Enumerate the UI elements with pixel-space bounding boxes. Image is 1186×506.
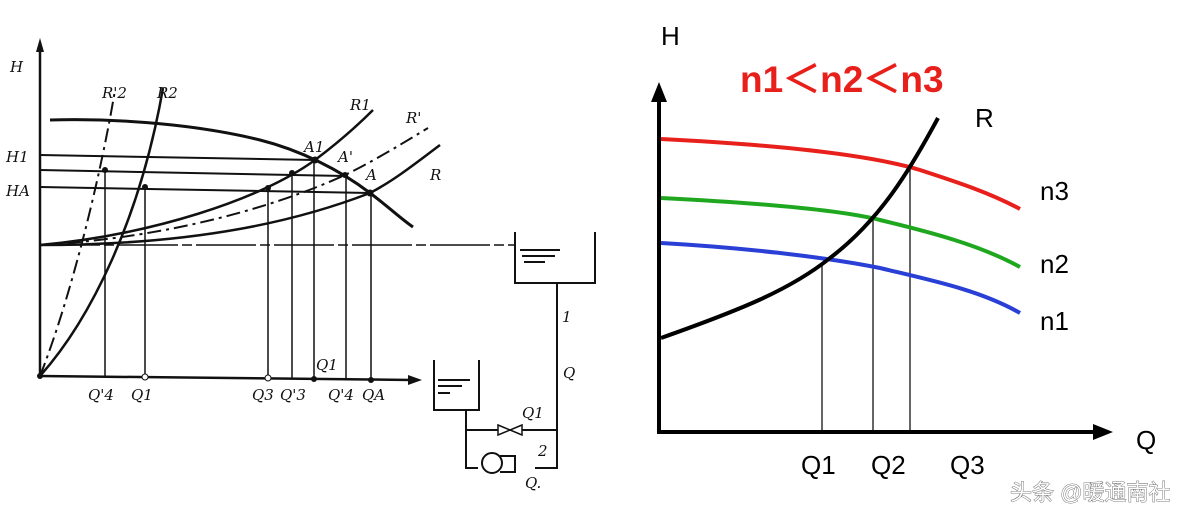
r1-curve — [39, 109, 374, 247]
r-system-curve — [660, 117, 940, 340]
x-axis-arrow-icon — [1093, 424, 1113, 440]
r-curve — [39, 144, 441, 247]
q-label: Q'4 — [328, 386, 354, 404]
q-axis-arrow-icon — [408, 375, 422, 385]
q-label: Q'3 — [280, 386, 306, 404]
q-label: Q'4 — [88, 386, 114, 404]
r2-curve — [39, 87, 165, 377]
n2-label: n2 — [1040, 249, 1069, 279]
q-axis — [39, 374, 413, 382]
pipe-label-2: 2 — [537, 442, 548, 460]
r-prime-2-label: R'2 — [101, 84, 127, 102]
q1-tick-label: Q1 — [801, 450, 836, 480]
r-curve-label: R — [975, 103, 994, 133]
pipe-label-q-bottom: Q. — [525, 474, 541, 492]
y-axis-arrow-icon — [651, 82, 667, 102]
pipe-label-q1: Q1 — [522, 404, 544, 422]
lower-tank — [433, 360, 480, 411]
watermark: 头条 @暖通南社 — [1010, 480, 1170, 505]
h-axis-arrow-icon — [36, 38, 44, 52]
h1-label: H1 — [5, 148, 29, 166]
h-axis-label: H — [9, 58, 24, 76]
r-prime-2-curve — [39, 89, 116, 377]
r1-label: R1 — [349, 96, 371, 114]
q-label: Q3 — [252, 386, 274, 404]
ha-label: HA — [5, 182, 30, 200]
q-drop-lines — [821, 168, 911, 432]
h1-line — [39, 154, 316, 161]
n3-curve — [660, 137, 1021, 211]
drop-lines — [104, 160, 372, 380]
a1-label: A1 — [302, 138, 324, 156]
pipe-system: 1 Q Q1 2 Q. — [433, 232, 596, 492]
r-prime-label: R' — [405, 109, 421, 127]
x-axis-label: Q — [1136, 425, 1156, 455]
r-prime-curve — [39, 127, 429, 246]
right-chart: H n1＜n2＜n3 Q R n3 n2 n1 Q1 Q2 Q3 — [651, 21, 1156, 480]
h-axis-label: H — [661, 21, 680, 51]
ha-line — [39, 186, 371, 194]
valve-icon — [497, 423, 512, 437]
n1-label: n1 — [1040, 306, 1069, 336]
r2-label: R2 — [156, 84, 178, 102]
pump-curve — [49, 118, 414, 229]
n2-curve — [660, 196, 1021, 269]
pipe-label-q: Q — [563, 364, 575, 382]
n1-curve — [660, 241, 1021, 315]
upper-tank — [514, 232, 596, 284]
left-diagram: H H1 HA R'2 R2 R1 R' — [5, 38, 596, 492]
q1-upper-label: Q1 — [316, 356, 338, 374]
q-label: Q1 — [131, 386, 153, 404]
a-label: A — [364, 166, 377, 184]
q3-tick-label: Q3 — [950, 450, 985, 480]
q-label: QA — [362, 386, 385, 404]
a-prime-label: A' — [336, 148, 353, 166]
chart-title: n1＜n2＜n3 — [740, 59, 944, 100]
q2-tick-label: Q2 — [871, 450, 906, 480]
n3-label: n3 — [1040, 176, 1069, 206]
pipe-label-1: 1 — [562, 308, 572, 326]
r-label: R — [429, 166, 441, 184]
q-tick-labels: Q'4 Q1 Q3 Q'3 Q'4 QA — [88, 386, 385, 404]
pump-icon — [481, 452, 503, 474]
pipes — [465, 283, 558, 469]
points — [37, 156, 374, 383]
